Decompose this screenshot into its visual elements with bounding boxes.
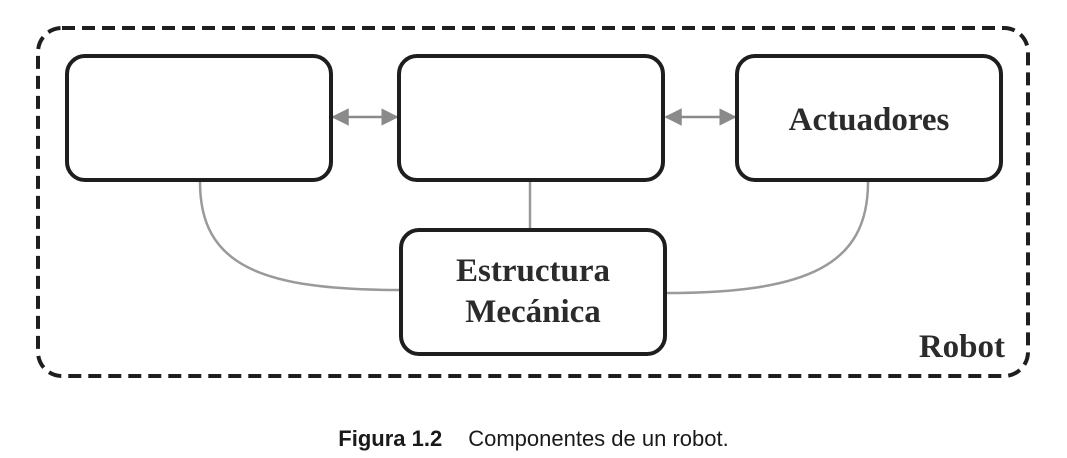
figure-caption: Figura 1.2 Componentes de un robot. — [0, 426, 1067, 452]
box-estructura-mecanica — [399, 228, 667, 356]
robot-container-label: Robot — [919, 329, 1005, 365]
box-actuadores-label: Actuadores — [789, 102, 950, 138]
connector-left-to-bottom — [198, 181, 401, 292]
figure-number: Figura 1.2 — [338, 426, 443, 451]
box-actuadores — [735, 54, 1003, 182]
box-estructura-label-line1: Estructura — [456, 253, 610, 289]
box-center — [397, 54, 665, 182]
connector-right-to-bottom — [665, 181, 870, 295]
box-estructura-label-line2: Mecánica — [465, 294, 601, 330]
box-left — [65, 54, 333, 182]
robot-container — [36, 26, 1030, 378]
figure-caption-text: Componentes de un robot. — [468, 426, 729, 451]
robot-components-diagram: Actuadores Estructura Mecánica Robot — [36, 26, 1030, 378]
